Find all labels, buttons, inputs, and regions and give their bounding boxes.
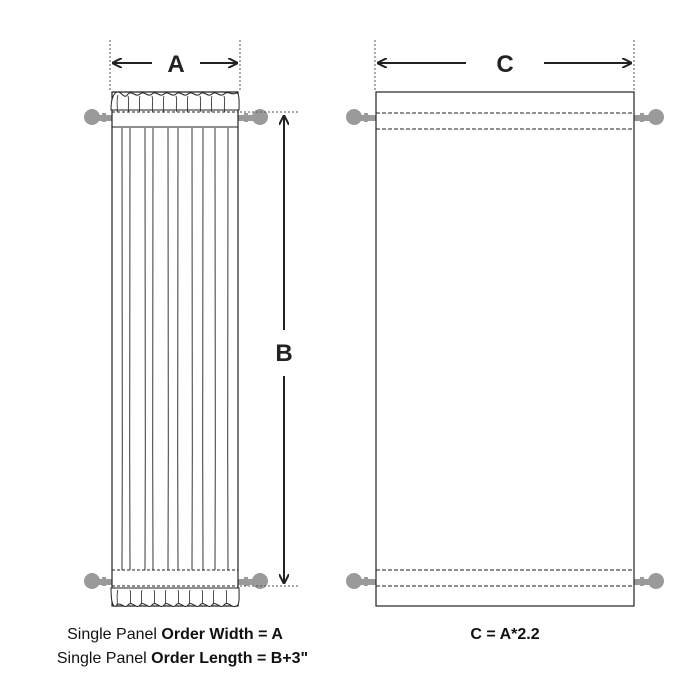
rod-finial-icon: [84, 109, 100, 125]
caption-width-prefix: Single Panel: [67, 626, 162, 643]
rod-finial-icon: [346, 109, 362, 125]
caption-length-bold: Order Length = B+3": [151, 650, 309, 667]
rod-finial-icon: [252, 109, 268, 125]
dim-a-label: A: [167, 51, 184, 78]
caption-order-width: Single Panel Order Width = A: [0, 626, 350, 644]
rod-finial-icon: [346, 573, 362, 589]
caption-order-length: Single Panel Order Length = B+3": [0, 650, 365, 668]
dimension-a: A: [113, 51, 237, 78]
rod-finial-icon: [648, 109, 664, 125]
rod-finial-icon: [84, 573, 100, 589]
caption-width-bold: Order Width = A: [161, 626, 283, 643]
dim-b-label: B: [275, 340, 292, 367]
dim-c-label: C: [496, 51, 513, 78]
rod-finial-icon: [252, 573, 268, 589]
top-ruffle-folds: [116, 94, 226, 113]
flat-panel: [346, 40, 664, 607]
vertical-pleats: [121, 127, 229, 571]
dimension-b: B: [275, 116, 293, 583]
caption-length-prefix: Single Panel: [56, 650, 152, 667]
dimension-c: C: [378, 51, 631, 78]
bottom-ruffle: [110, 587, 240, 608]
flat-panel-outline: [375, 91, 635, 607]
gathered-panel: [84, 40, 298, 608]
gathered-panel-outline: [111, 91, 239, 607]
top-ruffle: [110, 91, 240, 111]
bottom-ruffle-folds: [116, 589, 228, 605]
caption-c-formula: C = A*2.2: [470, 626, 540, 643]
rod-finial-icon: [648, 573, 664, 589]
